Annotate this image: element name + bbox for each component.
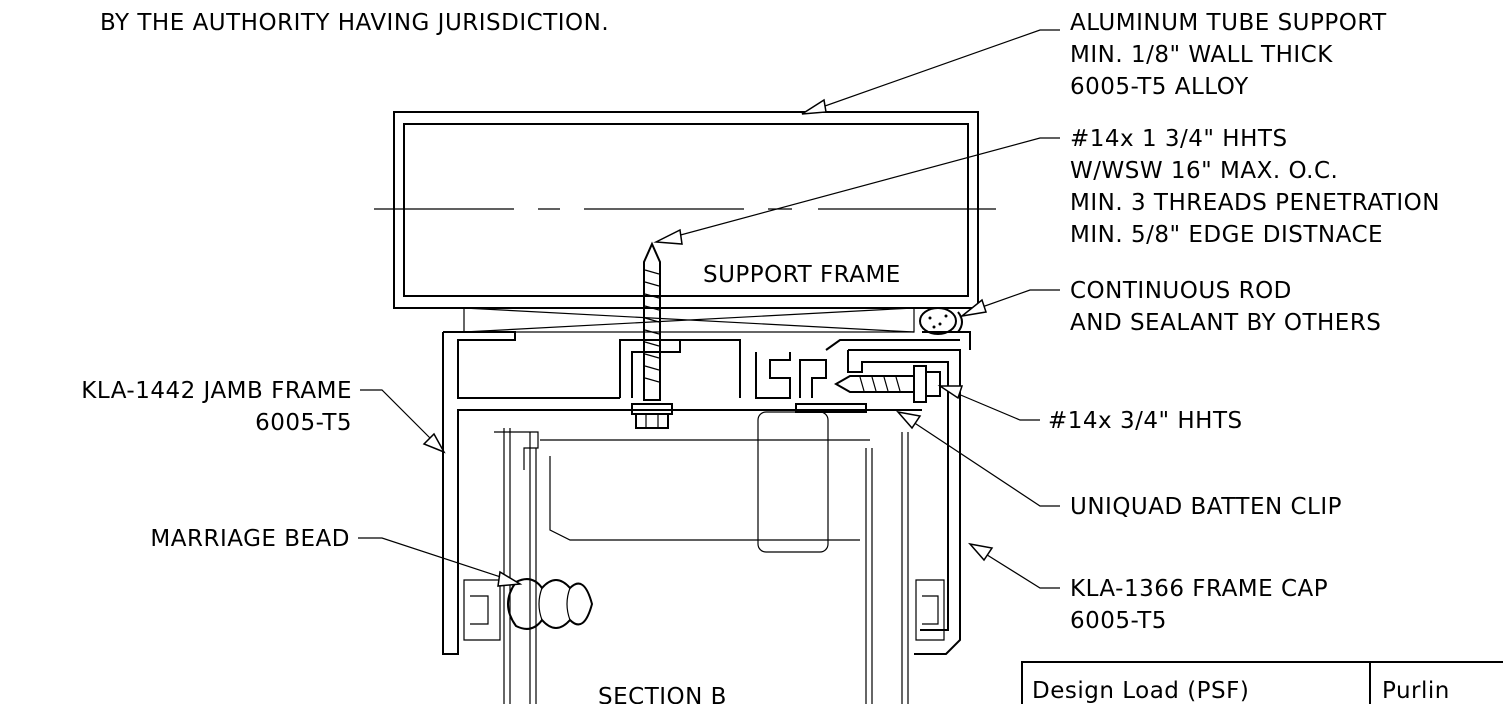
svg-text:6005-T5: 6005-T5 — [255, 410, 352, 436]
table-header-design-load: Design Load (PSF) — [1032, 678, 1249, 704]
tube-support — [374, 111, 996, 309]
glazing-panels — [494, 428, 909, 704]
jurisdiction-note: BY THE AUTHORITY HAVING JURISDICTION. — [100, 10, 609, 36]
svg-text:W/WSW 16" MAX. O.C.: W/WSW 16" MAX. O.C. — [1070, 158, 1338, 184]
callout-marriage-bead: MARRIAGE BEAD — [150, 526, 350, 552]
design-load-table: Design Load (PSF) Purlin — [1021, 661, 1503, 704]
callout-tube-support: ALUMINUM TUBE SUPPORT MIN. 1/8" WALL THI… — [1070, 10, 1387, 100]
section-label: SECTION B — [598, 684, 727, 704]
svg-text:KLA-1442 JAMB FRAME: KLA-1442 JAMB FRAME — [81, 378, 352, 404]
svg-text:MIN. 5/8" EDGE DISTNACE: MIN. 5/8" EDGE DISTNACE — [1070, 222, 1383, 248]
screw-boss — [619, 339, 960, 399]
small-screw — [833, 365, 941, 403]
svg-text:MARRIAGE BEAD: MARRIAGE BEAD — [150, 526, 350, 552]
callout-frame-cap: KLA-1366 FRAME CAP 6005-T5 — [1070, 576, 1328, 634]
main-screw — [631, 241, 673, 429]
svg-text:#14x 1 3/4" HHTS: #14x 1 3/4" HHTS — [1070, 126, 1288, 152]
jamb-frame — [442, 331, 971, 655]
callout-batten-clip: UNIQUAD BATTEN CLIP — [1070, 494, 1342, 520]
callout-main-screw: #14x 1 3/4" HHTS W/WSW 16" MAX. O.C. MIN… — [1070, 126, 1440, 248]
svg-text:UNIQUAD BATTEN CLIP: UNIQUAD BATTEN CLIP — [1070, 494, 1342, 520]
svg-text:MIN. 1/8" WALL THICK: MIN. 1/8" WALL THICK — [1070, 42, 1333, 68]
support-frame-label: SUPPORT FRAME — [703, 262, 901, 288]
svg-text:AND SEALANT BY OTHERS: AND SEALANT BY OTHERS — [1070, 310, 1381, 336]
callout-jamb-frame: KLA-1442 JAMB FRAME 6005-T5 — [81, 378, 352, 436]
table-header-purlin: Purlin — [1382, 678, 1450, 704]
leaders — [358, 29, 1060, 589]
frame-cap — [847, 349, 961, 655]
svg-text:CONTINUOUS ROD: CONTINUOUS ROD — [1070, 278, 1292, 304]
svg-text:6005-T5 ALLOY: 6005-T5 ALLOY — [1070, 74, 1249, 100]
svg-text:MIN. 3 THREADS PENETRATION: MIN. 3 THREADS PENETRATION — [1070, 190, 1440, 216]
callout-rod-sealant: CONTINUOUS ROD AND SEALANT BY OTHERS — [1070, 278, 1381, 336]
svg-text:6005-T5: 6005-T5 — [1070, 608, 1167, 634]
backer-rod — [919, 307, 963, 335]
marriage-bead — [507, 578, 594, 630]
callout-small-screw: #14x 3/4" HHTS — [1048, 408, 1243, 434]
svg-text:ALUMINUM TUBE SUPPORT: ALUMINUM TUBE SUPPORT — [1070, 10, 1387, 36]
batten-clip — [757, 403, 867, 553]
shim-block — [463, 307, 915, 333]
svg-text:KLA-1366 FRAME CAP: KLA-1366 FRAME CAP — [1070, 576, 1328, 602]
svg-text:#14x 3/4" HHTS: #14x 3/4" HHTS — [1048, 408, 1243, 434]
